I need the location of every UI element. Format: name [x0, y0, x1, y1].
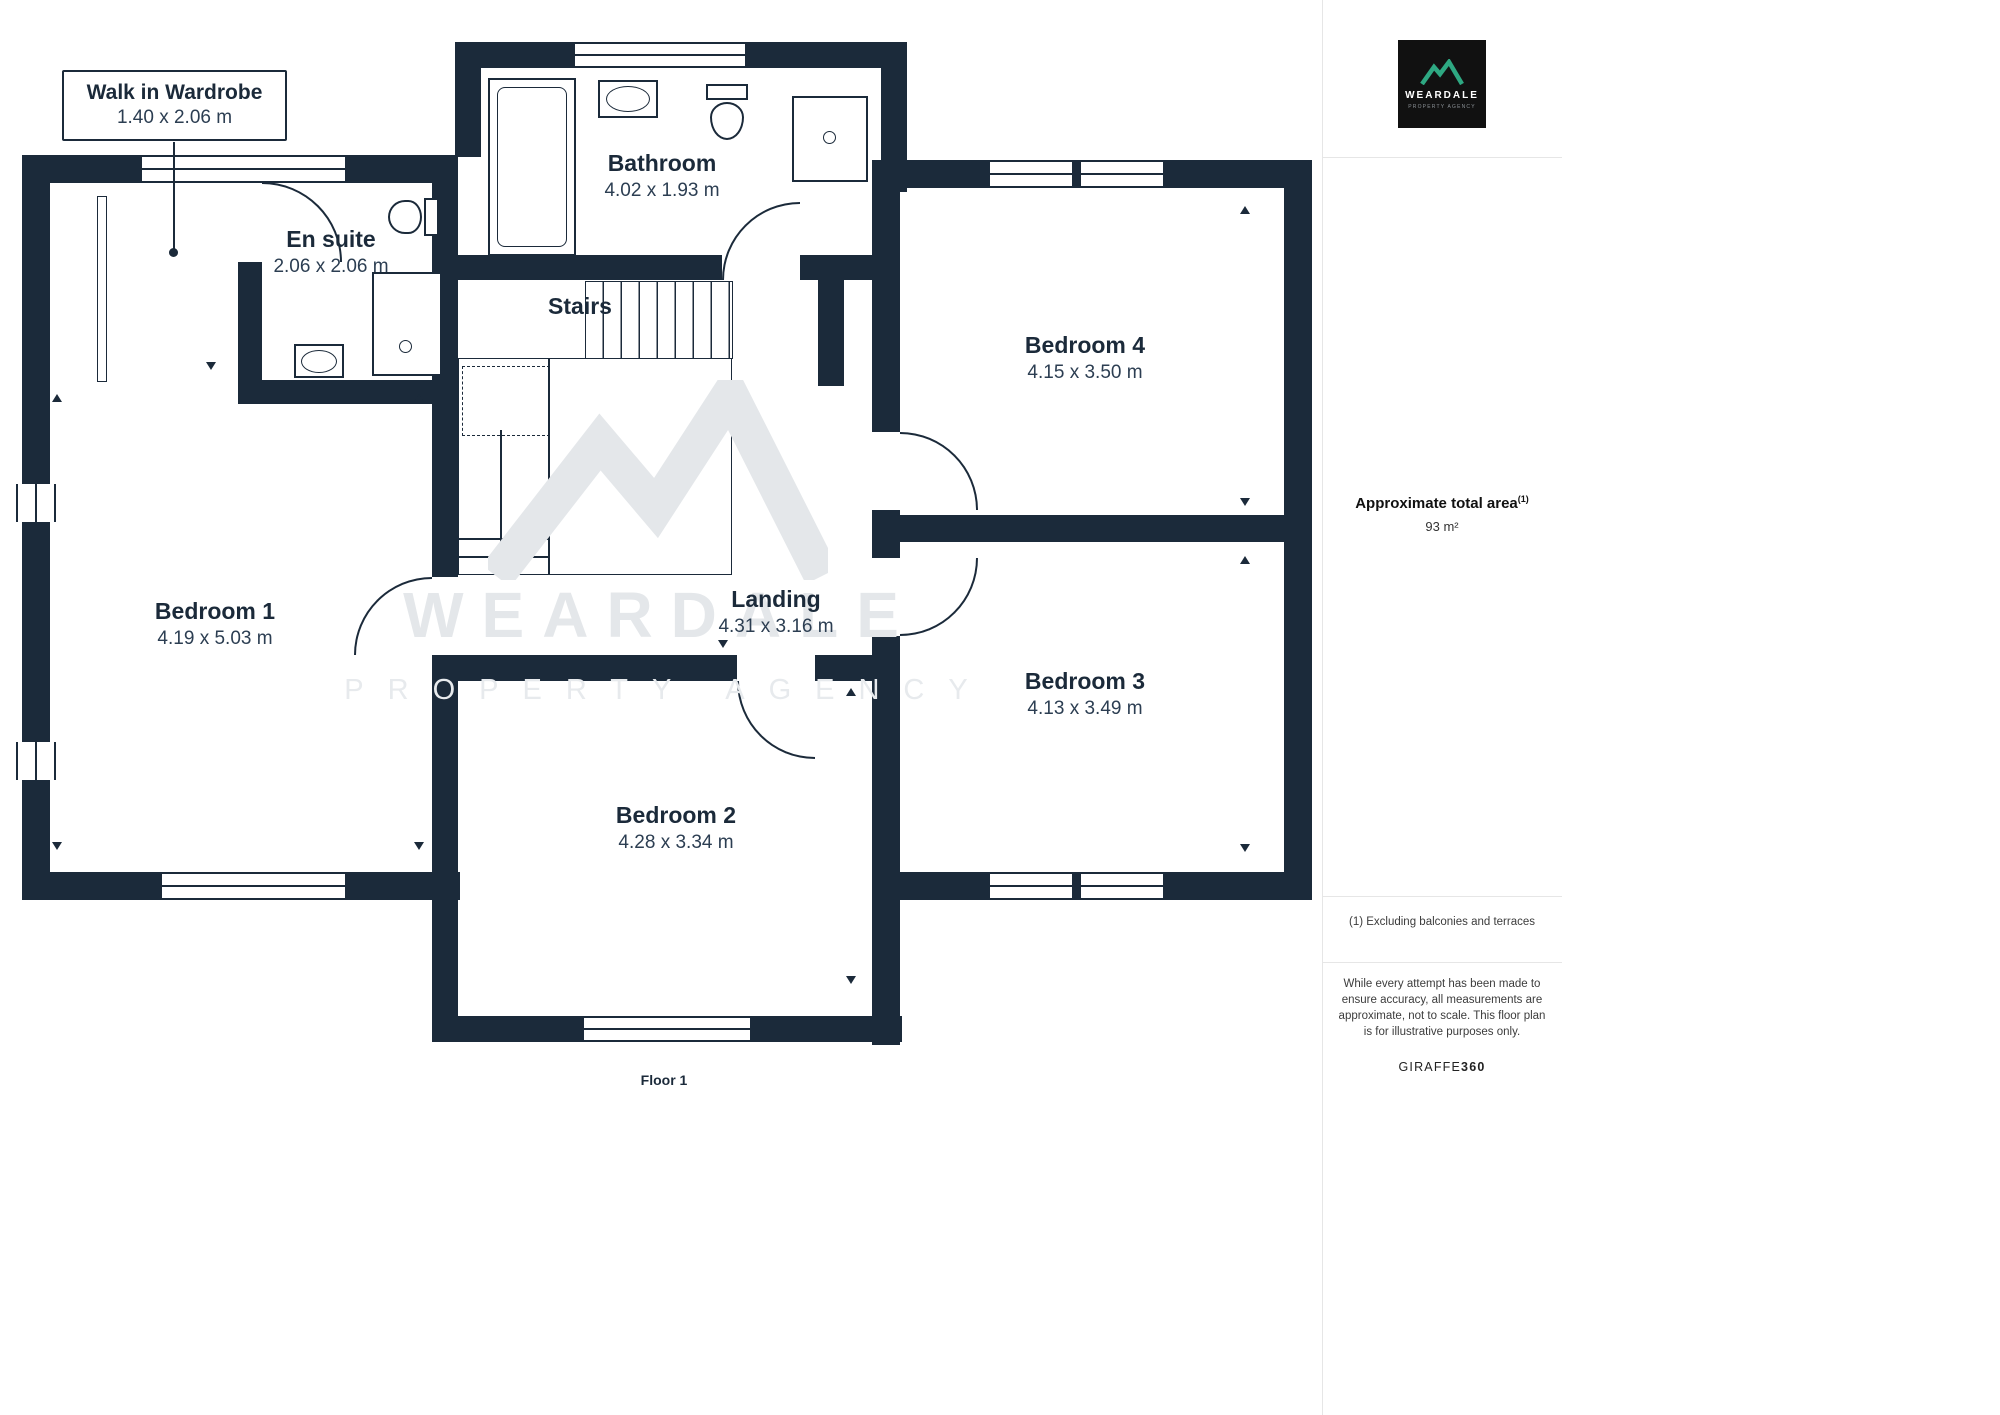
stair-treads [585, 281, 733, 359]
bathtub-inner-icon [497, 87, 567, 247]
door-arc-bedroom-4 [900, 432, 978, 510]
room-label-bedroom-3: Bedroom 3 4.13 x 3.49 m [1024, 668, 1146, 719]
window [162, 872, 345, 900]
floor-label: Floor 1 [640, 1072, 688, 1088]
toilet-bowl-icon [388, 200, 422, 234]
wall [1072, 872, 1081, 900]
giraffe360-credit: GIRAFFE360 [1322, 1060, 1562, 1074]
sidebar-divider [1322, 0, 1323, 1415]
watermark-brand-text: WEARDALE [403, 579, 917, 651]
window [1081, 872, 1163, 900]
measure-arrow-icon [52, 842, 62, 850]
wall [1163, 872, 1312, 900]
wardrobe-closet-icon [97, 196, 107, 382]
wall [1072, 160, 1081, 188]
measure-arrow-icon [1240, 498, 1250, 506]
measure-arrow-icon [1240, 556, 1250, 564]
giraffe360-brand: GIRAFFE [1398, 1060, 1462, 1074]
shower-tray-icon [372, 272, 442, 376]
wardrobe-callout: Walk in Wardrobe 1.40 x 2.06 m [62, 70, 287, 141]
wall [745, 42, 907, 68]
wall [458, 255, 722, 280]
measure-arrow-icon [414, 394, 424, 402]
wall [872, 636, 900, 1045]
wall [872, 160, 900, 432]
wall [432, 1016, 584, 1042]
wall [818, 280, 844, 386]
stair-direction-line [500, 430, 502, 558]
sink-basin-icon [301, 350, 337, 373]
stair-rail-line [548, 358, 550, 575]
measure-arrow-icon [52, 394, 62, 402]
room-label-bedroom-1: Bedroom 1 4.19 x 5.03 m [154, 598, 276, 649]
wall [432, 655, 458, 1042]
window [584, 1016, 750, 1042]
agency-logo-tagline: PROPERTY AGENCY [1408, 103, 1476, 110]
wall [900, 160, 990, 188]
door-arc-bathroom [722, 202, 800, 280]
toilet-bowl-icon [710, 102, 744, 140]
toilet-tank-icon [424, 198, 439, 236]
disclaimer-text: While every attempt has been made to ens… [1338, 978, 1546, 1038]
window [16, 742, 56, 780]
total-area-block: Approximate total area(1) 93 m² [1322, 494, 1562, 534]
wall [872, 510, 900, 558]
measure-arrow-icon [206, 362, 216, 370]
wall [22, 155, 50, 900]
wall [900, 515, 1284, 542]
room-label-bedroom-4: Bedroom 4 4.15 x 3.50 m [1024, 332, 1146, 383]
callout-dims: 1.40 x 2.06 m [116, 107, 233, 128]
wall [458, 655, 737, 681]
room-label-landing: Landing 4.31 x 3.16 m [718, 586, 834, 637]
toilet-tank-icon [706, 84, 748, 100]
wall [815, 655, 875, 681]
measure-arrow-icon [414, 842, 424, 850]
wall [455, 42, 481, 157]
wall [22, 872, 162, 900]
stair-void-dashed-box [462, 366, 550, 436]
room-label-bathroom: Bathroom 4.02 x 1.93 m [604, 150, 720, 201]
watermark-mountain-icon [481, 357, 839, 588]
window [16, 484, 56, 522]
total-area-footnote-ref: (1) [1517, 494, 1529, 504]
window [990, 160, 1072, 188]
wall [800, 255, 881, 280]
agency-logo-mountain-icon [1420, 58, 1464, 85]
callout-pointer-line [173, 142, 175, 252]
sink-basin-icon [606, 86, 650, 112]
window [1081, 160, 1163, 188]
giraffe360-suffix: 360 [1461, 1060, 1486, 1074]
room-label-stairs: Stairs [548, 293, 612, 319]
measure-arrow-icon [1240, 844, 1250, 852]
shower-drain-icon [399, 340, 412, 353]
shower-drain-icon [823, 131, 836, 144]
window [142, 155, 345, 183]
agency-logo-brand: WEARDALE [1405, 89, 1479, 101]
room-label-en-suite: En suite 2.06 x 2.06 m [273, 226, 389, 277]
window [990, 872, 1072, 900]
watermark-tagline-text: PROPERTY AGENCY [344, 674, 992, 706]
measure-arrow-icon [1240, 206, 1250, 214]
callout-pointer-dot [169, 248, 178, 257]
sidebar-divider [1322, 896, 1562, 897]
window [575, 42, 745, 68]
total-area-label: Approximate total area(1) [1322, 494, 1562, 512]
wall [872, 872, 990, 900]
agency-logo: WEARDALE PROPERTY AGENCY [1398, 40, 1486, 128]
area-footnote: (1) Excluding balconies and terraces [1348, 916, 1536, 928]
measure-arrow-icon [846, 688, 856, 696]
wall [1284, 160, 1312, 900]
callout-title: Walk in Wardrobe [86, 81, 263, 104]
measure-arrow-icon [846, 976, 856, 984]
room-label-bedroom-2: Bedroom 2 4.28 x 3.34 m [615, 802, 737, 853]
sidebar-divider [1322, 157, 1562, 158]
total-area-value: 93 m² [1425, 519, 1459, 534]
sidebar-divider [1322, 962, 1562, 963]
total-area-label-text: Approximate total area [1355, 495, 1518, 512]
wall [238, 380, 458, 404]
bathtub-icon [488, 78, 576, 256]
